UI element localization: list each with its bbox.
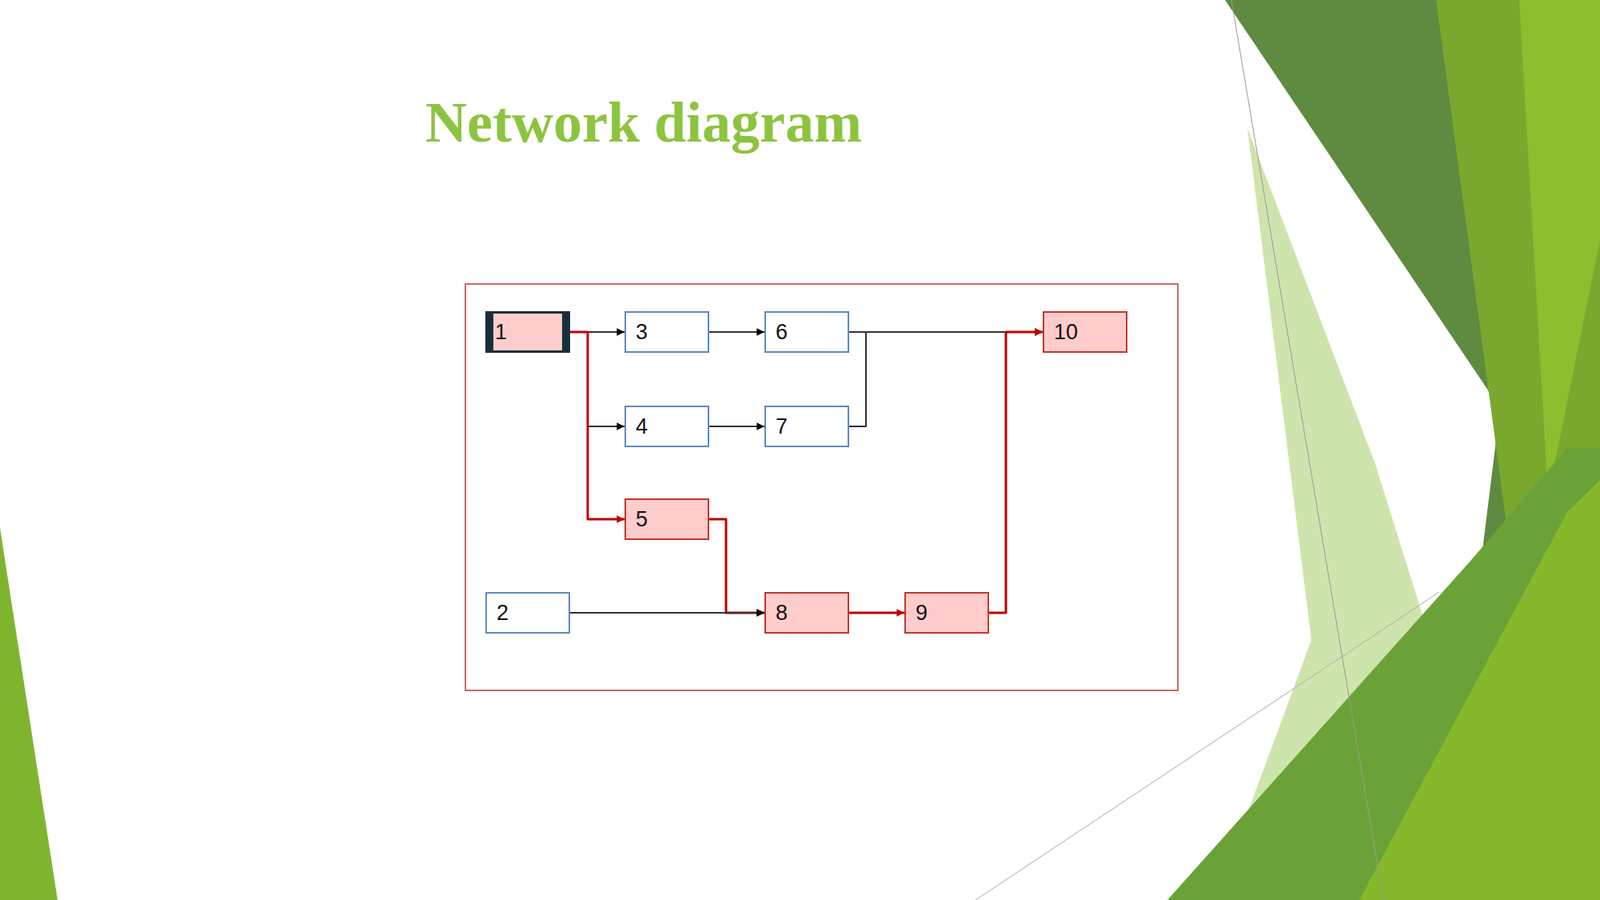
task-number: 6 [766,319,788,345]
task-box: 8 [764,591,850,634]
dependency-arrow [709,425,765,427]
task-box: 5 [624,498,710,540]
dependency-arrow [570,611,765,614]
critical-path-arrow [570,331,625,519]
task-box: 4 [624,405,710,447]
task-number: 5 [626,506,648,532]
thin-line [1231,0,1384,900]
dependency-arrow [709,331,765,333]
critical-path-arrow [849,611,905,615]
right-shape [1167,447,1600,900]
task-number: 10 [1044,319,1078,345]
right-shape [1519,0,1600,496]
task-number: 9 [905,600,928,626]
task-number: 2 [486,600,509,626]
diagram-frame [465,283,1178,691]
task-box: 9 [904,591,990,634]
task-box: 3 [624,311,710,353]
task-box: 1 [485,311,571,353]
dependency-arrow [570,331,625,427]
task-number: 4 [626,414,648,439]
task-number: 7 [766,414,788,439]
right-shape [1359,479,1600,900]
critical-path-arrow [989,331,1043,613]
slide-title: Network diagram [425,89,862,156]
dependency-arrow [849,331,1043,427]
task-box: 10 [1042,311,1128,353]
task-box: 2 [485,591,571,634]
task-box: 7 [764,405,850,447]
left-shape [0,527,58,900]
task-box: 6 [764,311,850,353]
task-number: 1 [493,319,507,345]
task-number: 8 [766,600,788,626]
task-number: 3 [626,319,648,345]
critical-path-arrow [709,518,765,613]
